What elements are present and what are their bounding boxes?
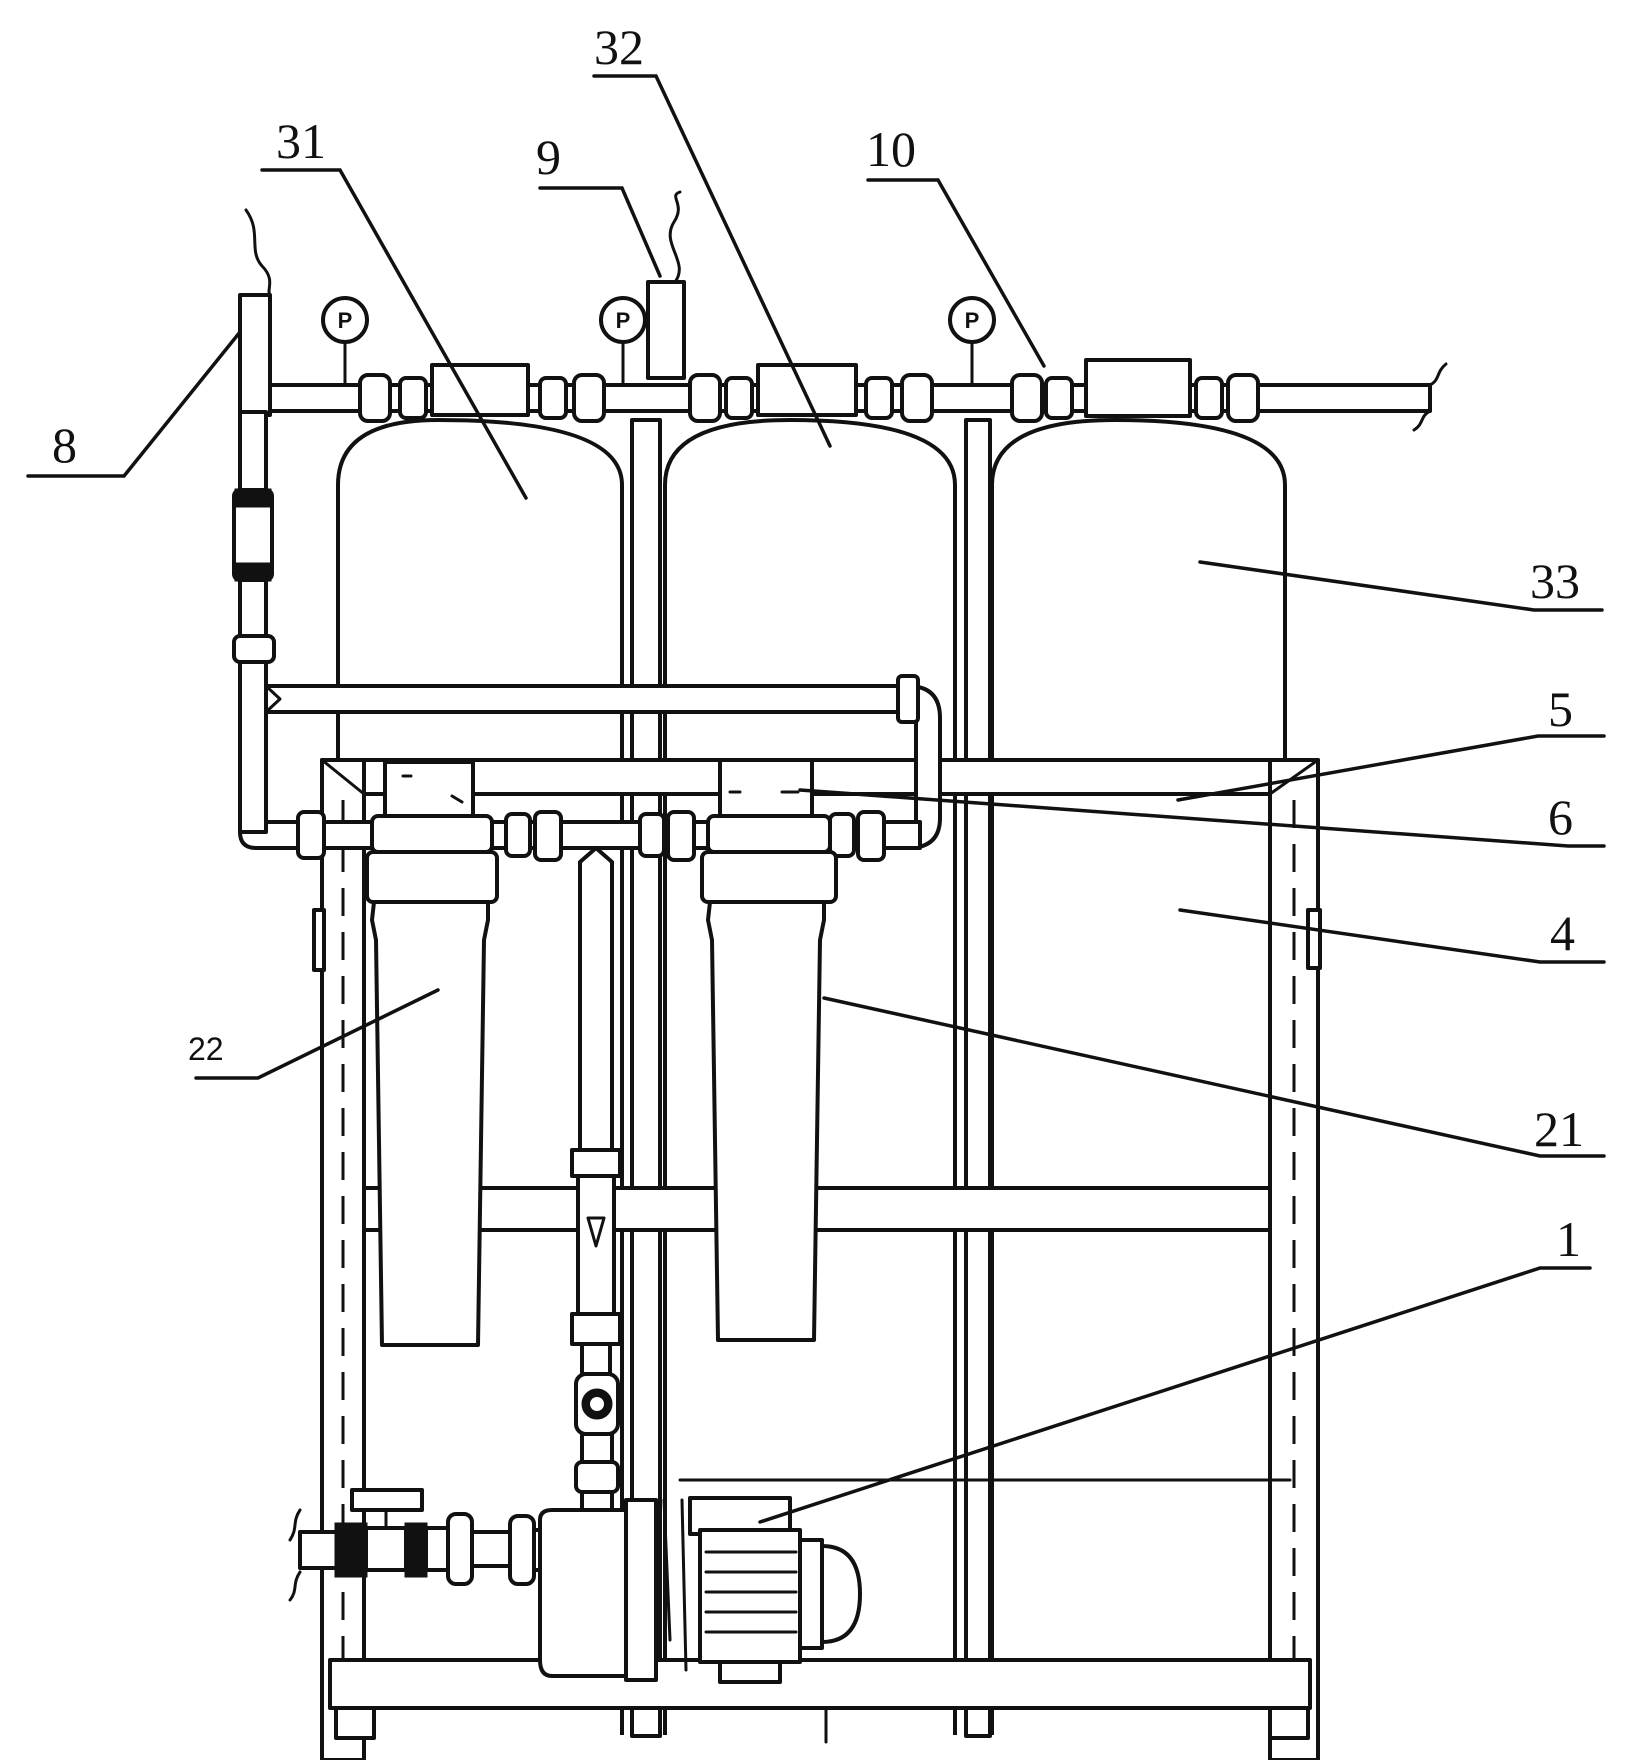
label-21: 21 [1534,1101,1584,1157]
return-pipe [264,674,942,850]
svg-text:P: P [338,308,353,333]
label-1: 1 [1556,1211,1581,1267]
label-33: 33 [1530,553,1580,609]
label-6: 6 [1548,789,1573,845]
pressure-gauge-1: P [321,296,369,387]
cartridge-filter-22 [365,760,499,1347]
tank-33 [990,418,1287,1735]
svg-text:P: P [965,308,980,333]
pressure-gauge-3: P [948,296,996,387]
feed-riser [570,846,622,1524]
pump-1 [288,1488,862,1684]
svg-text:P: P [616,308,631,333]
label-32: 32 [594,19,644,75]
motor-fins [704,1550,798,1634]
left-riser [232,410,302,850]
label-10: 10 [866,121,916,177]
cartridge-filter-21 [700,758,838,1342]
label-9: 9 [536,129,561,185]
label-4: 4 [1550,905,1575,961]
reference-numerals: 8 31 9 32 10 33 5 6 4 21 22 1 [52,19,1584,1267]
top-manifold [238,190,1448,432]
label-5: 5 [1548,681,1573,737]
pressure-gauge-2: P [599,296,647,387]
leader-lines [26,74,1606,1524]
label-8: 8 [52,417,77,473]
manifold-fittings [358,358,1260,423]
label-31: 31 [276,113,326,169]
label-22: 22 [188,1031,224,1067]
union-valve [574,1372,620,1436]
